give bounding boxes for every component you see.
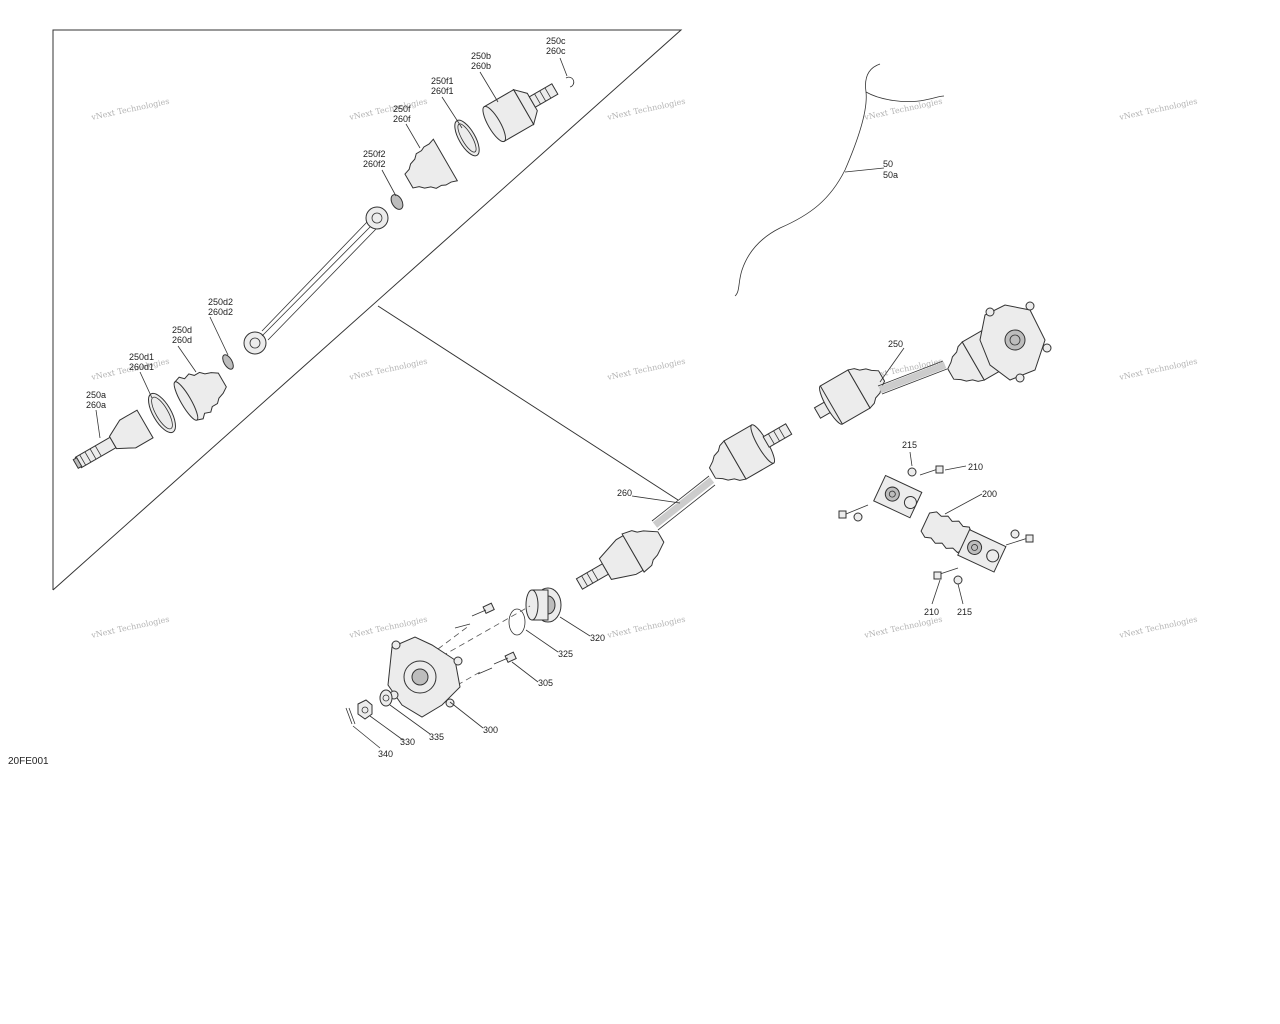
svg-text:vNext Technologies: vNext Technologies — [863, 97, 944, 123]
callout-200: 200 — [982, 489, 997, 499]
callout-250a: 250a — [86, 390, 106, 400]
document-code: 20FE001 — [8, 756, 49, 767]
callout-260d2: 260d2 — [208, 307, 233, 317]
callout-250b: 250b — [471, 51, 491, 61]
svg-text:vNext Technologies: vNext Technologies — [1118, 357, 1199, 383]
svg-text:vNext Technologies: vNext Technologies — [606, 97, 687, 123]
callout-300: 300 — [483, 725, 498, 735]
main-axle — [575, 301, 1052, 590]
callout-260c: 260c — [546, 46, 566, 56]
callout-260d1: 260d1 — [129, 362, 154, 372]
callout-labels: 250c 260c 250b 260b 250f1 260f1 250f 260… — [86, 36, 997, 759]
callout-250d: 250d — [172, 325, 192, 335]
svg-text:vNext Technologies: vNext Technologies — [863, 615, 944, 641]
svg-text:vNext Technologies: vNext Technologies — [348, 357, 429, 383]
callout-325: 325 — [558, 649, 573, 659]
svg-text:vNext Technologies: vNext Technologies — [90, 97, 171, 123]
leader-lines — [95, 57, 983, 749]
callout-330: 330 — [400, 737, 415, 747]
callout-305: 305 — [538, 678, 553, 688]
cable-50 — [734, 63, 881, 297]
callout-335: 335 — [429, 732, 444, 742]
callout-260f: 260f — [393, 114, 411, 124]
callout-50: 50 — [883, 159, 893, 169]
callout-260b: 260b — [471, 61, 491, 71]
callout-215-bottom: 215 — [957, 607, 972, 617]
inset-axle-parts — [72, 76, 575, 470]
callout-250f1: 250f1 — [431, 76, 454, 86]
detail-leader-line — [377, 305, 679, 501]
callout-250d1: 250d1 — [129, 352, 154, 362]
callout-50a: 50a — [883, 170, 898, 180]
callout-260f1: 260f1 — [431, 86, 454, 96]
svg-text:vNext Technologies: vNext Technologies — [606, 615, 687, 641]
callout-260a: 260a — [86, 400, 106, 410]
detail-frame — [52, 29, 683, 591]
callout-250c: 250c — [546, 36, 566, 46]
callout-340: 340 — [378, 749, 393, 759]
callout-210-bottom: 210 — [924, 607, 939, 617]
prop-shaft-200 — [838, 465, 1034, 585]
callout-215-top: 215 — [902, 440, 917, 450]
callout-320: 320 — [590, 633, 605, 643]
svg-text:vNext Technologies: vNext Technologies — [90, 615, 171, 641]
hub-300-group — [345, 587, 562, 725]
callout-260d: 260d — [172, 335, 192, 345]
callout-260f2: 260f2 — [363, 159, 386, 169]
callout-250f2: 250f2 — [363, 149, 386, 159]
callout-250f: 250f — [393, 104, 411, 114]
svg-text:vNext Technologies: vNext Technologies — [348, 97, 429, 123]
callout-210-top: 210 — [968, 462, 983, 472]
callout-250: 250 — [888, 339, 903, 349]
svg-text:vNext Technologies: vNext Technologies — [1118, 97, 1199, 123]
svg-text:vNext Technologies: vNext Technologies — [348, 615, 429, 641]
callout-250d2: 250d2 — [208, 297, 233, 307]
svg-text:vNext Technologies: vNext Technologies — [1118, 615, 1199, 641]
callout-260: 260 — [617, 488, 632, 498]
svg-text:vNext Technologies: vNext Technologies — [606, 357, 687, 383]
